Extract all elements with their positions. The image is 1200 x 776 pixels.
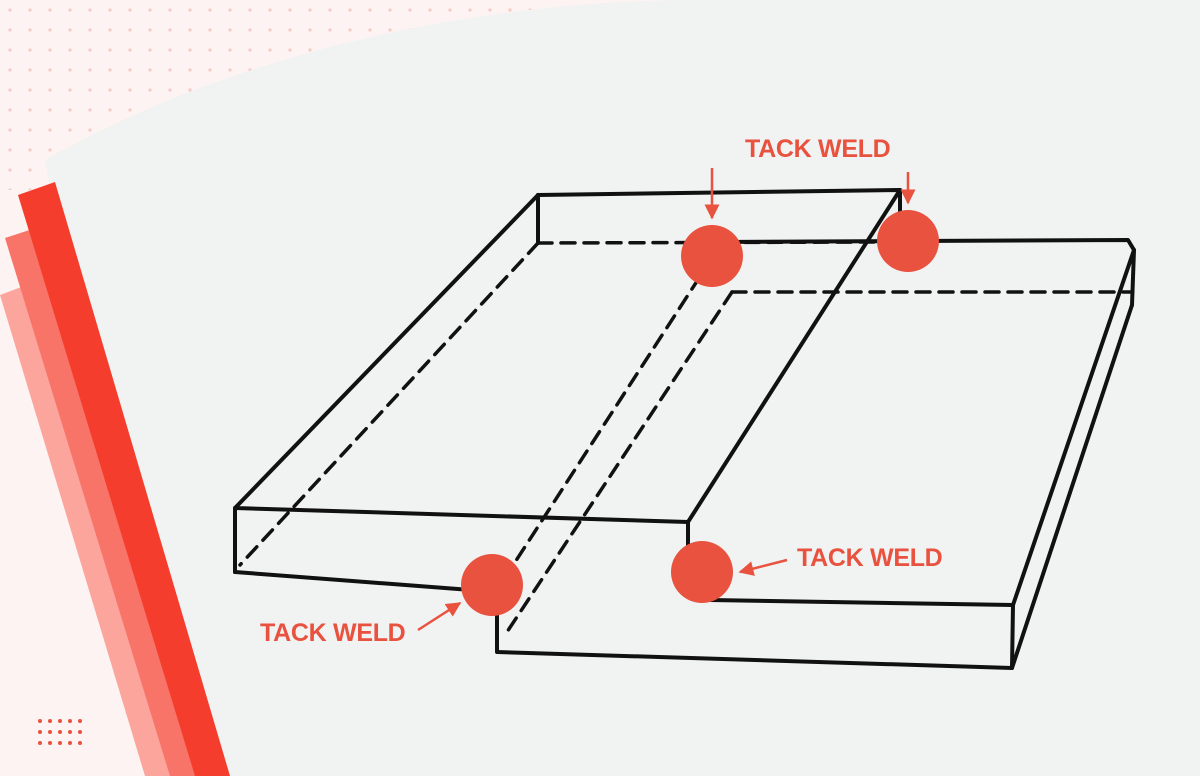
tack-weld-label-right: TACK WELD	[797, 544, 942, 572]
tack-weld-dot-top-right	[877, 210, 939, 272]
top-plate	[233, 188, 902, 594]
stripe-dark	[18, 182, 230, 776]
dot-pattern-bottom	[38, 719, 82, 745]
tack-weld-label-top: TACK WELD	[745, 135, 890, 163]
tack-weld-dot-bottom-right	[671, 541, 733, 603]
background-panel	[45, 0, 1200, 776]
arrow-bottom-left	[417, 601, 462, 632]
tack-weld-dot-top-left	[681, 225, 743, 287]
bottom-plate-hidden-edges	[503, 290, 1132, 637]
arrow-right	[738, 558, 788, 576]
callout-arrows	[417, 168, 916, 632]
tack-weld-label-bottom-left: TACK WELD	[260, 619, 405, 647]
tack-weld-dot-bottom-left	[461, 554, 523, 616]
bottom-plate	[495, 188, 1136, 670]
